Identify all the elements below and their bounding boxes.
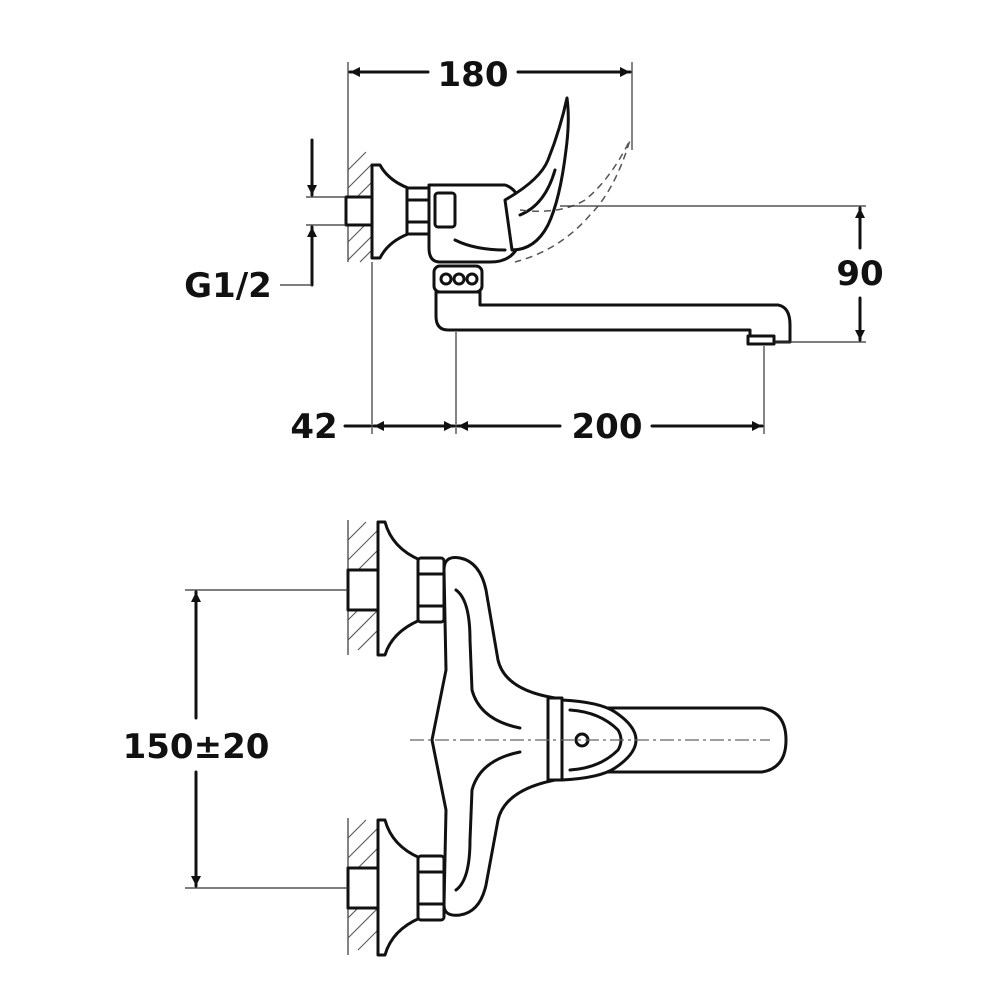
dim-150: 150±20 [123, 589, 348, 889]
side-rosette [370, 163, 410, 260]
top-view: 150±20 [123, 520, 788, 957]
side-aerator [746, 334, 776, 346]
top-hex-nut-upper [416, 556, 446, 624]
side-hex-nut [405, 186, 431, 236]
top-rosette-upper [376, 520, 422, 657]
dim-42-200: 42 200 [290, 262, 765, 447]
dim-90: 90 [560, 205, 884, 343]
top-inlet-upper [346, 520, 446, 657]
top-rosette-lower [376, 818, 422, 957]
side-view: 180 90 G1/2 42 2 [184, 55, 883, 447]
top-inlet-stub-lower [346, 866, 382, 910]
dim-150-label: 150±20 [123, 727, 270, 767]
dim-180-label: 180 [438, 55, 509, 95]
side-spout [434, 290, 792, 344]
top-collar [546, 696, 564, 782]
side-lever-handle [503, 96, 570, 252]
dim-g12: G1/2 [184, 138, 346, 306]
top-inlet-stub-upper [346, 568, 382, 612]
dim-90-label: 90 [836, 254, 883, 294]
dim-g12-label: G1/2 [184, 266, 272, 306]
dim-42-label: 42 [290, 407, 337, 447]
top-inlet-lower [346, 818, 446, 957]
side-inlet-stub [344, 195, 376, 227]
dim-200-label: 200 [572, 407, 643, 447]
dim-180: 180 [347, 55, 633, 150]
top-hex-nut-lower [416, 854, 446, 922]
top-mixer-body [430, 556, 557, 917]
